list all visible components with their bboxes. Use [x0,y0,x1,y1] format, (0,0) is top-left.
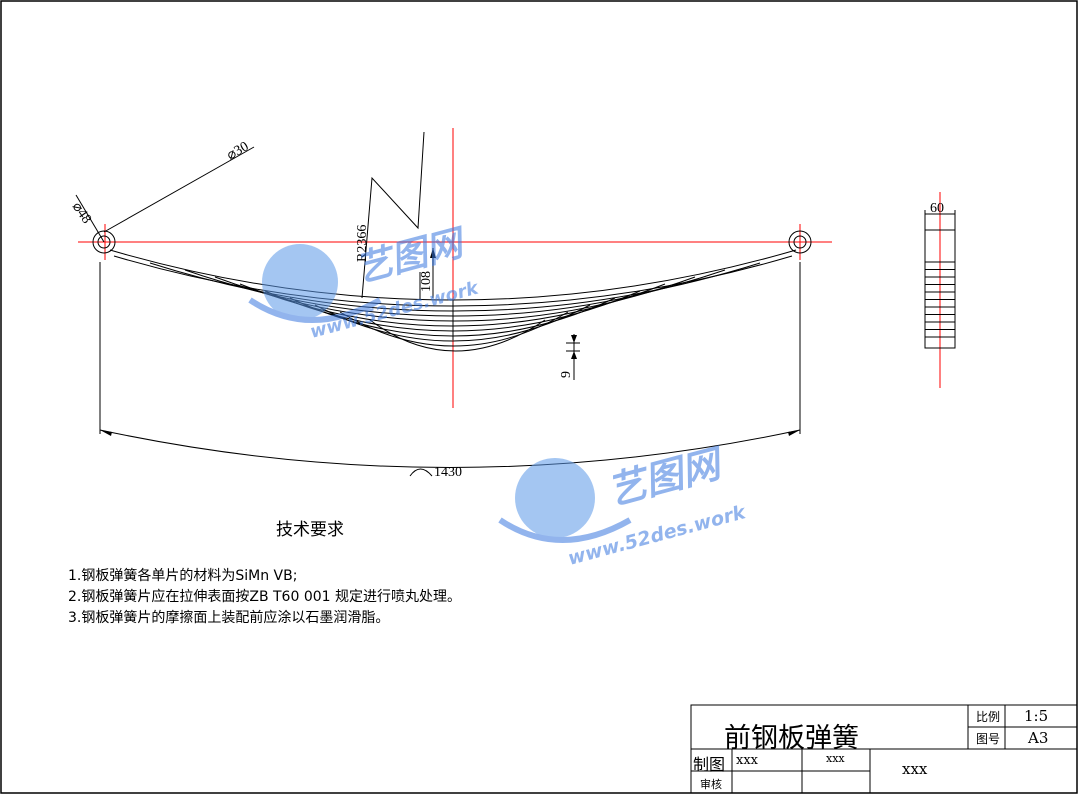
side-view [924,229,956,349]
drawn-date: xxx [826,752,845,765]
watermark-brand-bottom: 艺图网 [603,440,729,513]
scale-label: 比例 [976,710,1001,724]
title-block-grid [690,704,1078,794]
spring-eye-left [92,230,116,254]
leaf-1 [109,249,797,301]
camber-label: 108 [419,271,434,292]
centerlines [78,128,941,408]
note-item: 3.钢板弹簧片的摩擦面上装配前应涂以石墨润滑脂。 [68,610,390,626]
dimension-lines [75,131,956,468]
eye-diameter-label: ⌀48 [69,200,94,227]
spring-eye-right [788,230,812,254]
technical-notes: 1.钢板弹簧各单片的材料为SiMn VB; 2.钢板弹簧片应在拉伸表面按ZB T… [68,566,461,629]
watermark-bottom: 艺图网 www.52des.work [498,440,749,570]
checked-label: 审核 [700,778,722,791]
bushing-diameter-label: ⌀30 [225,139,252,163]
org-value: xxx [902,760,928,778]
leaf-11 [369,319,546,352]
part-name: 前钢板弹簧 [724,723,859,754]
drawing-no-label: 图号 [976,732,1001,746]
width-label: 60 [930,201,944,216]
arc-length-symbol [409,468,433,477]
note-item: 2.钢板弹簧片应在拉伸表面按ZB T60 001 规定进行喷丸处理。 [68,589,461,605]
scale-value: 1:5 [1024,707,1049,725]
radius-label: R2366 [355,225,370,262]
center-clamp [419,272,454,340]
drawn-label: 制图 [693,755,726,774]
drawing-no-value: A3 [1028,729,1049,747]
note-item: 1.钢板弹簧各单片的材料为SiMn VB; [68,568,298,584]
chord-length-label: 1430 [434,465,462,480]
notes-title: 技术要求 [276,520,344,540]
leaf-9 [314,304,591,342]
drawn-value: xxx [736,753,758,768]
thickness-label: 9 [559,371,574,378]
dimension-arrows [100,248,800,436]
leaf-10 [339,311,569,347]
